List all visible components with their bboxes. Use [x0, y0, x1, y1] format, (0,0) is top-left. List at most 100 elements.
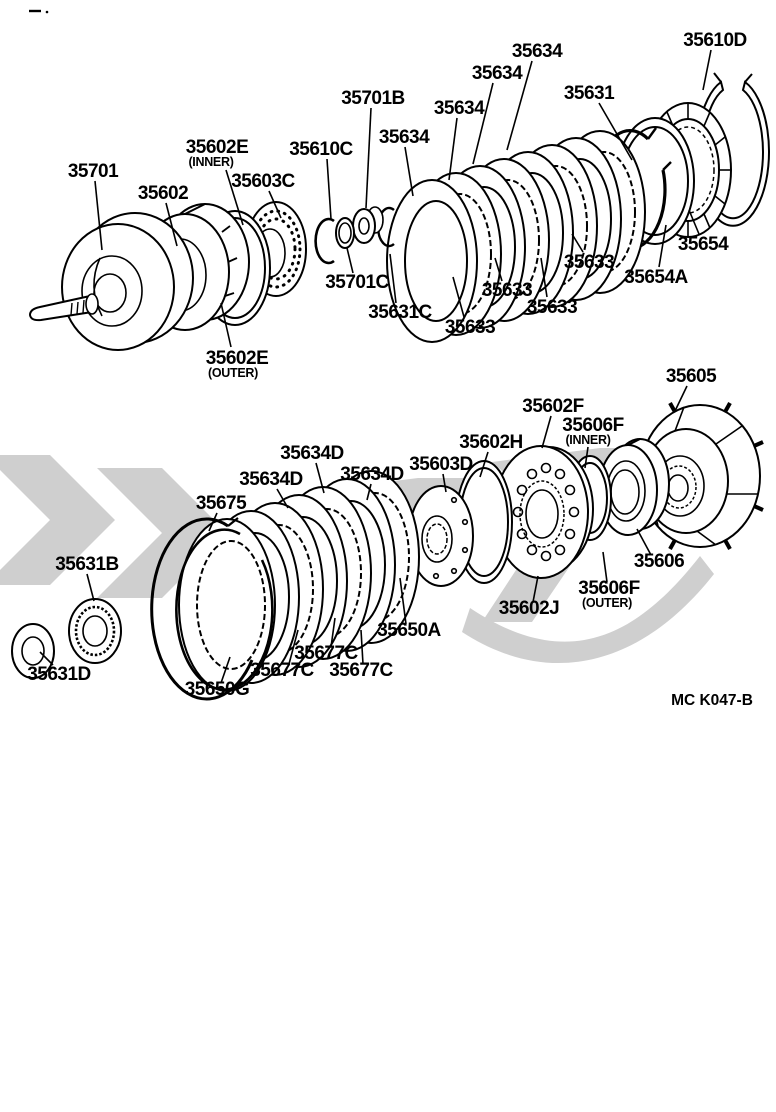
- callout-35634-2: 35634: [434, 98, 485, 119]
- leader-line: [86, 573, 95, 602]
- leader-line: [598, 102, 633, 161]
- callout-35634-1: 35634: [379, 127, 430, 148]
- callout-35610D: 35610D: [683, 30, 747, 51]
- leader-line: [346, 247, 354, 274]
- callout-35631D: 35631D: [27, 664, 91, 685]
- leader-line: [658, 224, 667, 268]
- callout-35634-4: 35634: [512, 41, 563, 62]
- callout-35633-1: 35633: [564, 252, 614, 273]
- leader-line: [366, 483, 372, 501]
- part-snap-ring-35610D: [696, 72, 770, 227]
- leader-line: [276, 488, 289, 509]
- callout-35701B: 35701B: [341, 88, 405, 109]
- doc-code: MC K047-B: [671, 692, 753, 709]
- callout-35606F-outer: 35606F: [578, 578, 639, 599]
- callout-35677C-2: 35677C: [294, 643, 358, 664]
- leader-line: [540, 257, 548, 298]
- leader-line: [220, 302, 232, 348]
- leader-line: [165, 202, 178, 247]
- leader-line: [315, 462, 325, 494]
- leader-line: [225, 169, 244, 226]
- leader-line: [636, 528, 652, 556]
- callout-35634D-3: 35634D: [340, 464, 404, 485]
- callout-35631: 35631: [564, 83, 615, 104]
- leader-line: [532, 575, 539, 603]
- callout-35602J: 35602J: [499, 598, 559, 619]
- leader-line: [330, 617, 336, 648]
- leader-line: [326, 158, 332, 220]
- callout-35631C: 35631C: [368, 302, 432, 323]
- leader-line: [674, 385, 688, 412]
- callout-35606F-inner: 35606F: [562, 415, 623, 436]
- callout-labels: 35701 35602 35602E (INNER) 35603C 35610C…: [27, 30, 747, 700]
- part-washer-35701C: [335, 217, 355, 249]
- leader-line: [208, 512, 218, 532]
- leader-line: [479, 451, 489, 478]
- callout-35654: 35654: [678, 234, 729, 255]
- callout-35631B: 35631B: [55, 554, 119, 575]
- part-clutch-pack-35634D-35677C: [178, 470, 420, 692]
- leader-line: [571, 233, 584, 253]
- leader-line: [448, 117, 458, 181]
- callout-35701: 35701: [68, 161, 119, 182]
- callout-35677C-1: 35677C: [250, 660, 314, 681]
- leader-line: [584, 446, 589, 469]
- part-snap-ring-35610C: [314, 217, 335, 265]
- leader-line: [442, 473, 447, 493]
- leader-line: [288, 629, 299, 665]
- leader-line: [365, 107, 372, 209]
- leader-line: [452, 276, 465, 318]
- callout-35602E-inner-qualifier: (INNER): [188, 155, 233, 169]
- part-clutch-drum-35701: [28, 212, 194, 351]
- upper-assembly: [28, 72, 770, 351]
- callout-35677C-3: 35677C: [329, 660, 393, 681]
- part-flange-35603D: [408, 485, 474, 587]
- callout-35606: 35606: [634, 551, 684, 572]
- part-splined-washer-35631B: [68, 598, 122, 664]
- callout-35602H: 35602H: [459, 432, 523, 453]
- lower-assembly: [11, 402, 764, 701]
- callout-35634D-2: 35634D: [239, 469, 303, 490]
- leader-line: [268, 190, 282, 219]
- part-piston-35606: [598, 438, 670, 536]
- leader-line: [602, 551, 608, 583]
- callout-35602: 35602: [138, 183, 188, 204]
- callout-35606F-inner-qualifier: (INNER): [565, 433, 610, 447]
- callout-35603C: 35603C: [231, 171, 295, 192]
- callout-35602E-outer: 35602E: [206, 348, 269, 369]
- callout-35633-3: 35633: [482, 280, 532, 301]
- callout-35633-2: 35633: [527, 297, 577, 318]
- leader-line: [399, 577, 407, 625]
- callout-35701C: 35701C: [325, 272, 389, 293]
- callout-35602E-outer-qualifier: (OUTER): [208, 366, 258, 380]
- leader-line: [494, 257, 503, 282]
- leader-line: [506, 60, 533, 151]
- leader-line: [688, 209, 700, 235]
- callout-35605: 35605: [666, 366, 717, 387]
- leader-line: [39, 651, 54, 666]
- callout-35634-3: 35634: [472, 63, 523, 84]
- leader-lines: [39, 49, 712, 684]
- part-washer-35631D: [11, 623, 55, 679]
- leader-line: [94, 180, 103, 251]
- part-clutch-pack-35633-35634: [386, 130, 646, 343]
- leader-line: [389, 253, 397, 304]
- part-snap-ring-35650G: [150, 517, 254, 701]
- callout-35650A: 35650A: [377, 620, 441, 641]
- callout-35650G: 35650G: [185, 679, 250, 700]
- callout-35610C: 35610C: [289, 139, 353, 160]
- callout-35634D-1: 35634D: [280, 443, 344, 464]
- leader-line: [360, 629, 364, 665]
- leader-line: [220, 656, 231, 684]
- callout-35675: 35675: [196, 493, 247, 514]
- callout-35633-4: 35633: [445, 317, 495, 338]
- callout-35606F-outer-qualifier: (OUTER): [582, 596, 632, 610]
- leader-line: [702, 49, 712, 91]
- callout-35654A: 35654A: [624, 267, 688, 288]
- callout-35602F: 35602F: [522, 396, 583, 417]
- part-thrust-bearing-35701B: [352, 206, 384, 244]
- leader-line: [404, 146, 414, 197]
- leader-line: [541, 415, 552, 449]
